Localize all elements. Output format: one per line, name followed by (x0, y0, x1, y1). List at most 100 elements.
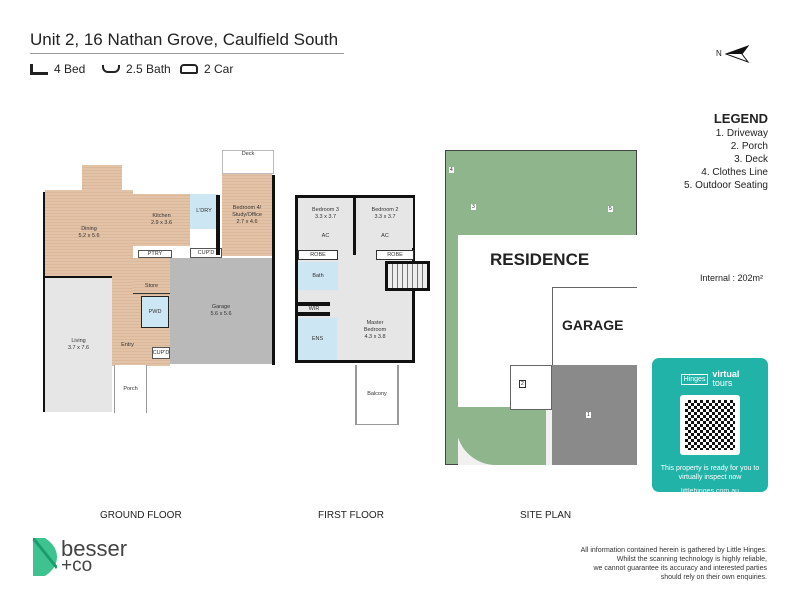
room-label: Bedroom 2 (371, 206, 399, 213)
room-deck: Deck (222, 150, 274, 174)
room-wir: WIR (298, 302, 330, 316)
room-label: ROBE (387, 251, 403, 258)
feature-car: 2 Car (180, 62, 233, 76)
legend-item: 3. Deck (734, 154, 768, 165)
room-porch: Porch (114, 365, 147, 413)
agency-logo: besser+co (33, 538, 127, 576)
legend-title: LEGEND (713, 111, 768, 126)
robe: ROBE (376, 250, 414, 260)
room-label: PWD (148, 308, 162, 315)
marker-deck: 3 (471, 204, 476, 210)
room-label: Bedroom 4/ Study/Office (232, 204, 262, 218)
divider (30, 53, 344, 54)
compass: N (716, 44, 750, 64)
room-label: Store (144, 283, 159, 289)
wall (353, 195, 356, 255)
bed-icon (30, 63, 48, 75)
wall (272, 175, 275, 365)
room-bath: Bath (298, 262, 338, 290)
tours-label: tours (712, 378, 733, 388)
room-label: CUP'D (152, 349, 170, 356)
legend: LEGEND 1. Driveway 2. Porch 3. Deck 4. C… (684, 112, 768, 192)
room-size: 3.3 x 3.7 (374, 213, 396, 220)
residence-label: RESIDENCE (490, 250, 590, 269)
virtual-label: virtual (712, 369, 740, 379)
front-yard (456, 407, 552, 465)
legend-item: 5. Outdoor Seating (684, 180, 768, 191)
room-label: PTRY (147, 250, 163, 257)
room-size: 4.3 x 3.8 (364, 333, 386, 340)
robe: ROBE (298, 250, 338, 260)
feature-bath: 2.5 Bath (102, 62, 171, 76)
tour-url[interactable]: littlehinges.com.au (681, 488, 739, 495)
north-label: N (716, 49, 722, 59)
marker-porch: 2 (519, 380, 526, 388)
room-label: Bedroom 3 (312, 206, 339, 213)
site-plan-label: SITE PLAN (520, 510, 572, 521)
room-size: 3.3 x 3.7 (314, 213, 337, 220)
room-label: Dining (81, 226, 97, 232)
tour-message: This property is ready for you to virtua… (660, 465, 760, 481)
room-label: Living (71, 338, 86, 344)
driveway (552, 365, 637, 465)
room-label: Deck (241, 151, 255, 157)
pantry: PTRY (138, 250, 172, 258)
legend-item: 4. Clothes Line (701, 167, 768, 178)
first-floor-label: FIRST FLOOR (318, 510, 384, 521)
besser-logo-icon (33, 538, 57, 576)
room-store: Store (133, 280, 170, 294)
room-label: Porch (123, 385, 138, 392)
ground-floor-label: GROUND FLOOR (100, 510, 182, 521)
feature-bed: 4 Bed (30, 62, 85, 76)
room-laundry: L'DRY (190, 194, 218, 229)
bath-count: 2.5 Bath (126, 62, 171, 76)
room-entry: Entry (115, 338, 140, 352)
porch-area (510, 365, 552, 410)
bed-count: 4 Bed (54, 62, 86, 76)
wall (216, 195, 220, 255)
room-label: Bath (312, 272, 324, 279)
room-size: 5.2 x 5.6 (78, 233, 100, 239)
disclaimer-line: we cannot guarantee its accuracy and int… (593, 565, 767, 572)
disclaimer-line: All information contained herein is gath… (580, 547, 767, 554)
legend-item: 2. Porch (730, 141, 768, 152)
room-size: 2.7 x 4.6 (236, 218, 258, 225)
room-label: Kitchen (152, 213, 171, 219)
qr-code[interactable] (680, 395, 740, 455)
internal-area: Internal : 202m² (700, 273, 764, 283)
property-address: Unit 2, 16 Nathan Grove, Caulfield South (30, 30, 339, 49)
room-label: ENS (311, 335, 324, 342)
room-label: L'DRY (196, 208, 212, 214)
room-dining-bay (82, 165, 122, 191)
north-arrow-icon (724, 44, 750, 64)
ac-label: AC (381, 232, 389, 239)
disclaimer: All information contained herein is gath… (581, 546, 767, 582)
room-label: Garage (211, 304, 231, 310)
marker-driveway: 1 (586, 412, 591, 418)
room-label: WIR (308, 305, 320, 312)
hinges-logo: Hinges (680, 373, 709, 385)
room-size: 3.7 x 7.6 (67, 345, 90, 351)
room-size: 2.9 x 3.6 (150, 220, 173, 226)
marker-outdoor-seating: 5 (608, 206, 613, 212)
car-count: 2 Car (204, 62, 234, 76)
disclaimer-line: Whilst the scanning technology is highly… (616, 556, 767, 563)
garage-footprint (552, 287, 637, 365)
cupboard: CUP'D (190, 248, 222, 258)
wall (45, 276, 112, 278)
room-label: Master Bedroom (363, 319, 387, 333)
room-label: Entry (121, 341, 134, 348)
legend-item: 1. Driveway (715, 128, 768, 139)
cupboard-entry: CUP'D (152, 347, 170, 359)
bath-icon (102, 65, 120, 73)
garage-label: GARAGE (562, 317, 624, 333)
disclaimer-line: should rely on their own enquiries. (660, 574, 767, 581)
